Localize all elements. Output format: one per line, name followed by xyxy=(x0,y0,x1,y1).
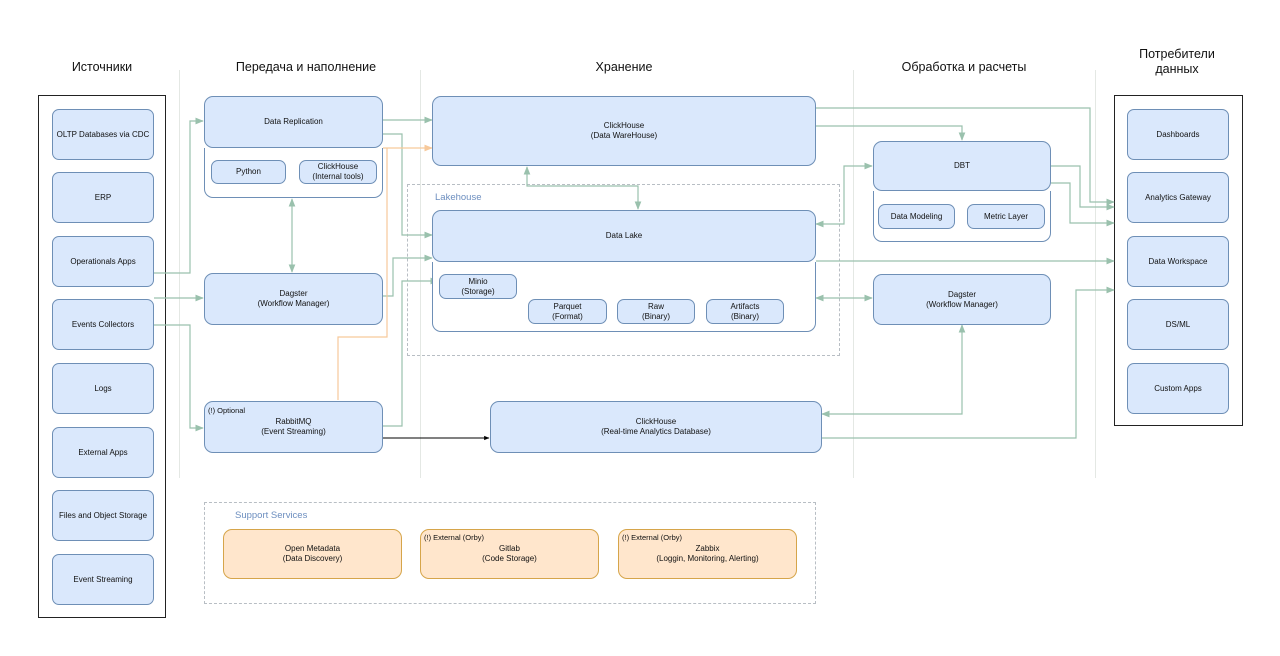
source-operational-apps[interactable]: Operationals Apps xyxy=(52,236,154,287)
column-title-consumers-line2: данных xyxy=(1155,62,1199,76)
dagster-processing-box[interactable]: Dagster (Workflow Manager) xyxy=(873,274,1051,325)
gitlab-line1: Gitlab xyxy=(499,544,520,553)
arrow-realtime-to-consumers xyxy=(822,286,1115,439)
source-oltp-databases[interactable]: OLTP Databases via CDC xyxy=(52,109,154,160)
lakehouse-label: Lakehouse xyxy=(435,192,482,203)
support-services-label: Support Services xyxy=(235,510,308,521)
data-replication-box[interactable]: Data Replication xyxy=(204,96,383,148)
arrow-rabbitmq-to-minio xyxy=(383,277,439,427)
artifacts-box[interactable]: Artifacts (Binary) xyxy=(706,299,784,324)
minio-storage-box[interactable]: Minio (Storage) xyxy=(439,274,517,299)
clickhouse-internal-tools-line2: (Internal tools) xyxy=(312,172,364,181)
dagster-processing-line2: (Workflow Manager) xyxy=(926,299,998,309)
rabbitmq-optional-note: (!) Optional xyxy=(208,406,246,415)
clickhouse-dwh-box[interactable]: ClickHouse (Data WareHouse) xyxy=(432,96,816,166)
dagster-transfer-line1: Dagster xyxy=(279,289,308,298)
zabbix-box[interactable]: Zabbix (Loggin, Monitoring, Alerting) xyxy=(618,529,797,579)
minio-line1: Minio xyxy=(468,276,488,286)
source-external-apps[interactable]: External Apps xyxy=(52,427,154,478)
data-modeling-box[interactable]: Data Modeling xyxy=(878,204,955,229)
arrow-dbt-to-consumers-2 xyxy=(1051,182,1115,227)
dagster-transfer-box[interactable]: Dagster (Workflow Manager) xyxy=(204,273,383,325)
column-title-sources: Источники xyxy=(71,60,133,74)
clickhouse-dwh-line1: ClickHouse xyxy=(603,121,645,130)
column-title-consumers: Потребители данных xyxy=(1112,47,1242,77)
consumer-dashboards[interactable]: Dashboards xyxy=(1127,109,1229,160)
arrow-replication-to-datalake xyxy=(383,133,433,239)
arrow-dwh-to-consumers xyxy=(816,107,1115,206)
source-logs[interactable]: Logs xyxy=(52,363,154,414)
gitlab-external-note: (!) External (Orby) xyxy=(424,533,485,542)
rabbitmq-line2: (Event Streaming) xyxy=(261,427,326,436)
arrow-dwh-to-dbt xyxy=(816,125,966,141)
raw-line1: Raw xyxy=(647,301,664,311)
column-divider xyxy=(853,70,854,478)
arrow-events-to-rabbitmq xyxy=(154,324,204,432)
column-title-transfer: Передача и наполнение xyxy=(235,60,377,74)
consumer-custom-apps[interactable]: Custom Apps xyxy=(1127,363,1229,414)
arrow-datalake-dbt xyxy=(815,162,873,228)
clickhouse-realtime-box[interactable]: ClickHouse (Real-time Analytics Database… xyxy=(490,401,822,453)
zabbix-external-note: (!) External (Orby) xyxy=(622,533,683,542)
support-services-group xyxy=(204,502,816,604)
column-title-storage: Хранение xyxy=(595,60,653,74)
raw-box[interactable]: Raw (Binary) xyxy=(617,299,695,324)
zabbix-line1: Zabbix xyxy=(695,544,720,553)
arrow-dbt-to-consumers-1 xyxy=(1051,165,1115,211)
artifacts-line1: Artifacts xyxy=(730,301,760,311)
clickhouse-internal-tools-line1: ClickHouse xyxy=(317,162,359,171)
clickhouse-realtime-line1: ClickHouse xyxy=(635,417,677,426)
arrow-realtime-dagster xyxy=(821,324,966,418)
parquet-line1: Parquet xyxy=(553,301,582,311)
zabbix-line2: (Loggin, Monitoring, Alerting) xyxy=(656,554,759,563)
open-metadata-line1: Open Metadata xyxy=(284,544,341,553)
clickhouse-realtime-line2: (Real-time Analytics Database) xyxy=(601,427,711,436)
rabbitmq-line1: RabbitMQ xyxy=(275,417,312,426)
rabbitmq-box[interactable]: RabbitMQ (Event Streaming) xyxy=(204,401,383,453)
source-erp[interactable]: ERP xyxy=(52,172,154,223)
arrow-dwh-datalake xyxy=(523,166,642,210)
artifacts-line2: (Binary) xyxy=(730,311,759,321)
column-divider xyxy=(420,70,421,478)
arrow-dagster-to-datalake xyxy=(383,254,433,297)
clickhouse-internal-tools-box[interactable]: ClickHouse (Internal tools) xyxy=(299,160,377,184)
open-metadata-box[interactable]: Open Metadata (Data Discovery) xyxy=(223,529,402,579)
parquet-line2: (Format) xyxy=(552,311,583,321)
arrow-operational-to-replication xyxy=(154,117,204,274)
dagster-processing-line1: Dagster xyxy=(947,289,976,299)
parquet-box[interactable]: Parquet (Format) xyxy=(528,299,607,324)
open-metadata-line2: (Data Discovery) xyxy=(282,554,343,563)
raw-line2: (Binary) xyxy=(641,311,670,321)
column-title-processing: Обработка и расчеты xyxy=(901,60,1027,74)
consumer-analytics-gateway[interactable]: Analytics Gateway xyxy=(1127,172,1229,223)
gitlab-box[interactable]: Gitlab (Code Storage) xyxy=(420,529,599,579)
consumer-ds-ml[interactable]: DS/ML xyxy=(1127,299,1229,350)
arrow-rabbitmq-to-dwh-orange xyxy=(337,148,388,400)
metric-layer-box[interactable]: Metric Layer xyxy=(967,204,1045,229)
source-files-object-storage[interactable]: Files and Object Storage xyxy=(52,490,154,541)
dagster-transfer-line2: (Workflow Manager) xyxy=(257,299,330,308)
source-events-collectors[interactable]: Events Collectors xyxy=(52,299,154,350)
data-lake-box[interactable]: Data Lake xyxy=(432,210,816,262)
gitlab-line2: (Code Storage) xyxy=(482,554,537,563)
column-divider xyxy=(1095,70,1096,478)
source-event-streaming[interactable]: Event Streaming xyxy=(52,554,154,605)
dbt-box[interactable]: DBT xyxy=(873,141,1051,191)
column-divider xyxy=(179,70,180,478)
clickhouse-dwh-line2: (Data WareHouse) xyxy=(590,131,658,140)
column-title-consumers-line1: Потребители xyxy=(1139,47,1215,61)
minio-line2: (Storage) xyxy=(461,286,495,296)
consumer-data-workspace[interactable]: Data Workspace xyxy=(1127,236,1229,287)
python-box[interactable]: Python xyxy=(211,160,286,184)
